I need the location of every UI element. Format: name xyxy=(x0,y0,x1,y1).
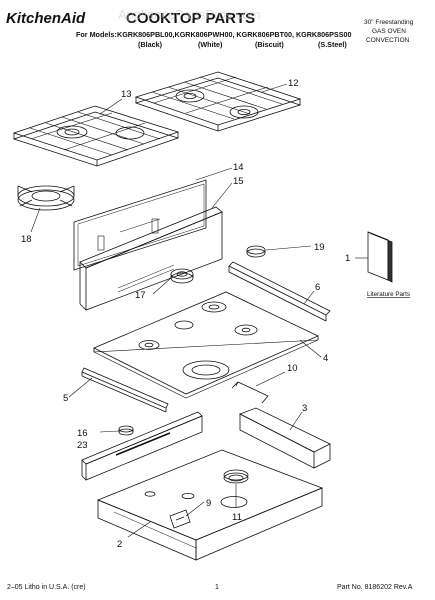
finish-steel: (S.Steel) xyxy=(318,40,347,49)
callout-6: 6 xyxy=(315,282,320,293)
finish-biscuit: (Biscuit) xyxy=(255,40,284,49)
footer-litho: 2–05 Litho in U.S.A. (cre) xyxy=(7,584,86,591)
callout-13: 13 xyxy=(121,89,132,100)
part-11-igniter xyxy=(223,469,249,484)
footer-part-number: Part No. 8186202 Rev.A xyxy=(337,584,413,591)
callout-19: 19 xyxy=(314,242,325,253)
page-title: COOKTOP PARTS xyxy=(126,10,255,27)
callout-3: 3 xyxy=(302,403,307,414)
part-10-bracket xyxy=(231,381,269,404)
brand-logo: KitchenAid xyxy=(6,10,86,27)
callout-11: 11 xyxy=(232,512,242,523)
callout-15: 15 xyxy=(233,176,244,187)
literature-parts-label: Literature Parts xyxy=(367,291,410,298)
models-label: For Models: xyxy=(76,30,117,39)
product-line-2: GAS OVEN xyxy=(372,28,406,35)
callout-17: 17 xyxy=(135,290,146,301)
leader-lines xyxy=(30,83,368,538)
models-list: KGRK806PBL00,KGRK806PWH00, KGRK806PBT00,… xyxy=(117,30,351,39)
part-23-manifold xyxy=(81,411,203,481)
callout-18: 18 xyxy=(21,234,32,245)
part-16-valve xyxy=(118,425,134,436)
part-6-rear-trim xyxy=(228,261,331,322)
watermark: AppliancePartsPros.com xyxy=(118,7,260,22)
callout-1: 1 xyxy=(345,253,350,264)
callout-12: 12 xyxy=(288,78,299,89)
part-9-bracket xyxy=(169,509,191,529)
part-13-left-grate xyxy=(12,105,180,167)
part-2-burner-box xyxy=(96,449,324,561)
callout-4: 4 xyxy=(323,353,328,364)
product-line-1: 30" Freestanding xyxy=(364,19,414,26)
callout-16: 16 xyxy=(77,428,88,439)
callouts: 13 12 14 15 18 19 1 17 6 4 10 5 3 16 23 … xyxy=(21,78,350,550)
part-14-back-panel xyxy=(73,179,207,271)
part-3-side-rail xyxy=(239,407,331,469)
callout-2: 2 xyxy=(117,539,122,550)
callout-23: 23 xyxy=(77,440,88,451)
product-line-3: CONVECTION xyxy=(366,37,410,44)
brand-text: KitchenAid xyxy=(6,10,86,27)
finish-black: (Black) xyxy=(138,40,163,49)
callout-14: 14 xyxy=(233,162,244,173)
callout-10: 10 xyxy=(287,363,298,374)
callout-9: 9 xyxy=(206,498,211,509)
part-5-front-trim xyxy=(81,367,169,413)
part-15-backguard xyxy=(79,206,223,311)
part-19-cap xyxy=(246,245,266,258)
part-4-cooktop xyxy=(92,291,319,399)
footer-page-number: 1 xyxy=(215,584,219,591)
callout-5: 5 xyxy=(63,393,68,404)
part-18-wok-ring xyxy=(17,185,75,211)
part-1-literature xyxy=(367,231,393,283)
part-12-right-grate xyxy=(134,71,302,132)
finish-white: (White) xyxy=(198,40,223,49)
